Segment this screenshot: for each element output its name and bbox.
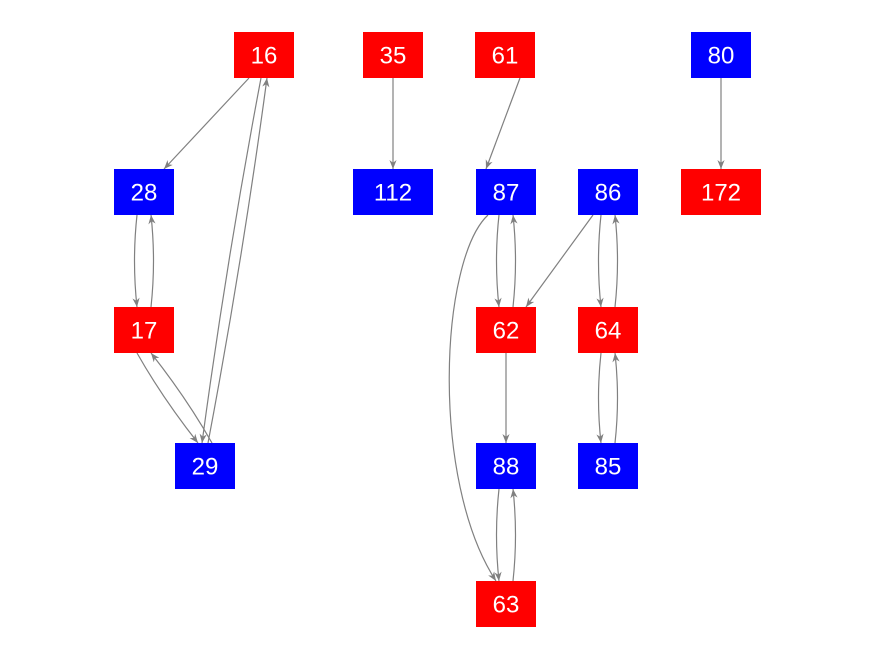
node-87: 87	[476, 169, 536, 215]
node-box	[363, 32, 423, 78]
node-box	[353, 169, 433, 215]
node-label: 88	[493, 454, 520, 481]
node-label: 86	[595, 180, 622, 207]
node-box	[475, 32, 535, 78]
edge-86-to-62	[525, 214, 594, 308]
edge-88-to-63	[494, 488, 502, 582]
node-label: 172	[701, 180, 741, 207]
node-85: 85	[578, 443, 638, 489]
node-172: 172	[681, 169, 761, 215]
node-17: 17	[114, 307, 174, 353]
node-61: 61	[475, 32, 535, 78]
node-label: 85	[595, 454, 622, 481]
node-label: 28	[131, 180, 158, 207]
node-label: 29	[192, 454, 219, 481]
node-88: 88	[476, 443, 536, 489]
node-label: 63	[493, 592, 520, 619]
node-63: 63	[476, 581, 536, 627]
node-box	[578, 169, 638, 215]
node-box	[476, 443, 536, 489]
edge-64-to-86	[612, 214, 620, 308]
node-box	[681, 169, 761, 215]
node-64: 64	[578, 307, 638, 353]
node-box	[578, 443, 638, 489]
edge-61-to-87	[485, 77, 521, 170]
edges-layer	[132, 77, 725, 582]
node-label: 112	[374, 180, 412, 207]
node-box	[476, 581, 536, 627]
edge-29-to-16	[207, 77, 270, 444]
node-box	[114, 169, 174, 215]
node-16: 16	[234, 32, 294, 78]
node-112: 112	[353, 169, 433, 215]
edge-62-to-87	[510, 214, 518, 308]
node-box	[476, 169, 536, 215]
node-label: 80	[708, 43, 735, 70]
edge-16-to-29	[199, 77, 262, 444]
node-62: 62	[476, 307, 536, 353]
node-28: 28	[114, 169, 174, 215]
edge-16-to-28	[163, 77, 250, 170]
node-label: 35	[380, 43, 407, 70]
node-box	[578, 307, 638, 353]
edge-28-to-17	[132, 214, 140, 308]
node-box	[114, 307, 174, 353]
node-box	[691, 32, 751, 78]
edge-29-to-17	[150, 352, 213, 444]
edge-17-to-29	[136, 352, 199, 444]
node-box	[234, 32, 294, 78]
edge-86-to-64	[596, 214, 604, 308]
edge-87-to-62	[494, 214, 502, 308]
edge-17-to-28	[148, 214, 156, 308]
node-label: 17	[131, 318, 158, 345]
node-box	[476, 307, 536, 353]
nodes-layer: 16 35 61 80 28 112 87 86 172 17 62 64 29 88 85 63	[114, 32, 761, 627]
node-80: 80	[691, 32, 751, 78]
node-label: 62	[493, 318, 520, 345]
node-35: 35	[363, 32, 423, 78]
edge-85-to-64	[612, 352, 620, 444]
node-86: 86	[578, 169, 638, 215]
node-label: 87	[493, 180, 520, 207]
node-label: 61	[492, 43, 519, 70]
edge-64-to-85	[596, 352, 604, 444]
edge-63-to-88	[510, 488, 518, 582]
edge-87-to-63	[448, 214, 497, 582]
node-label: 16	[251, 43, 278, 70]
node-box	[175, 443, 235, 489]
node-label: 64	[595, 318, 622, 345]
node-29: 29	[175, 443, 235, 489]
